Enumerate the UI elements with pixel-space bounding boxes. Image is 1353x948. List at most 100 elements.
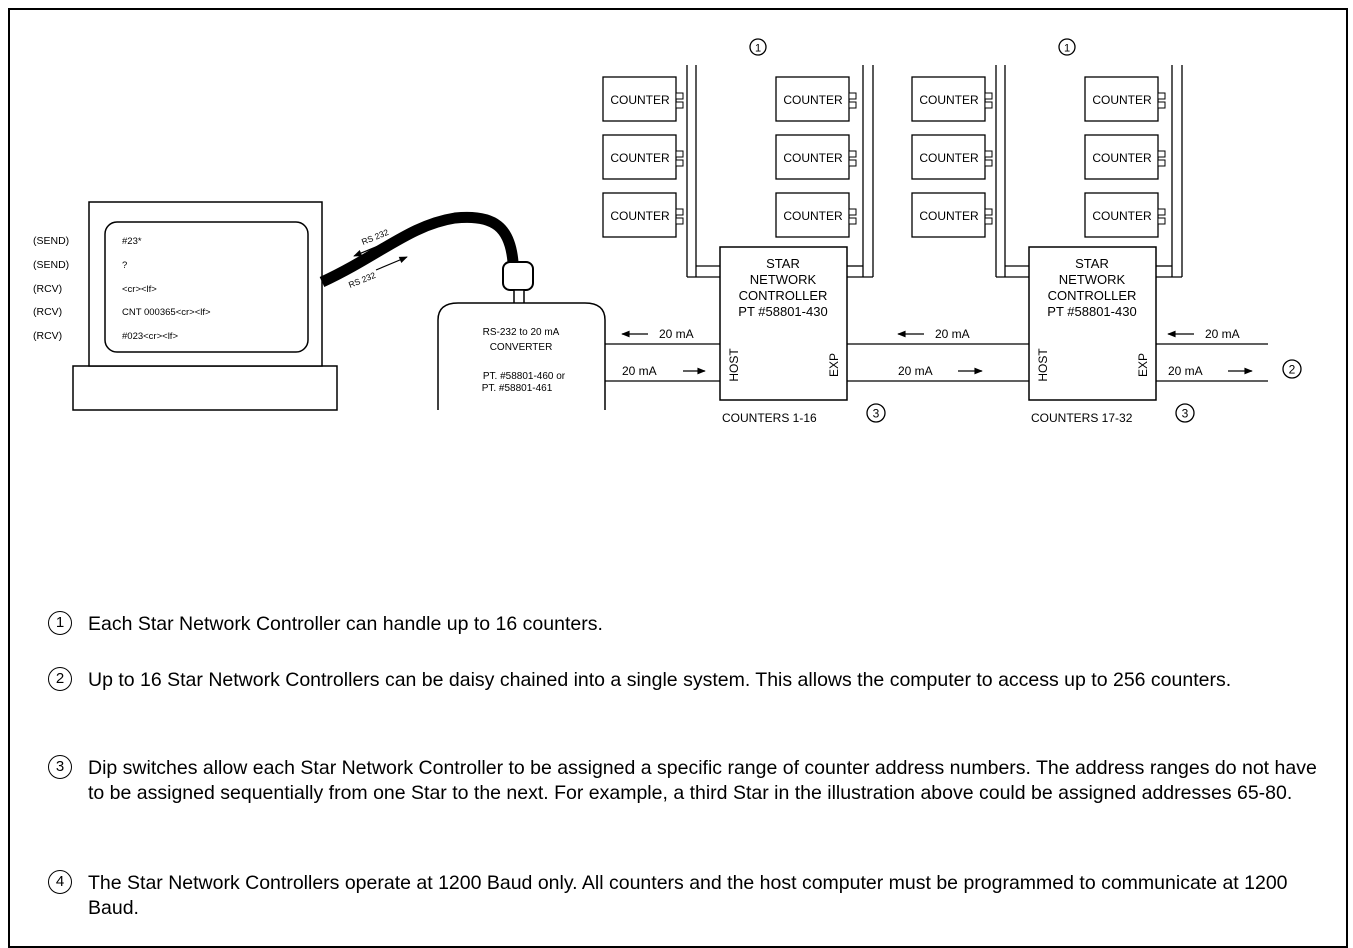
controller-group: COUNTER COUNTER COUNTER COUNTER COUNTER COUNT… (911, 38, 1195, 425)
callout-3 (866, 403, 886, 423)
counter-label: COUNTER (610, 93, 670, 107)
counter-label: COUNTER (1092, 209, 1152, 223)
counter-box (602, 134, 677, 180)
terminal-line: CNT 000365<cr><lf> (122, 307, 211, 318)
counter-box (1084, 192, 1159, 238)
counter-connector (984, 159, 993, 167)
counter-label: COUNTER (610, 209, 670, 223)
counter-label: COUNTER (610, 151, 670, 165)
note-text: Each Star Network Controller can handle … (88, 613, 603, 635)
counter-connector (1157, 150, 1166, 158)
counter-range-label: COUNTERS 1-16 (722, 411, 817, 425)
counter-box (1084, 76, 1159, 122)
link-label: 20 mA (622, 364, 657, 378)
cable-connector-pin (513, 289, 525, 305)
callout-2 (1282, 359, 1302, 379)
counter-connector (848, 217, 857, 225)
host-computer (72, 201, 338, 411)
link-label: 20 mA (935, 327, 970, 341)
controller-title: PT #58801-430 (1047, 304, 1136, 319)
receive-arrow (375, 256, 408, 271)
callout-3-number: 3 (873, 407, 880, 421)
exp-port-label: EXP (827, 353, 841, 377)
counter-connector (984, 208, 993, 216)
counter-label: COUNTER (783, 151, 843, 165)
controller-title: CONTROLLER (739, 288, 828, 303)
counter-box (602, 192, 677, 238)
controller-title: PT #58801-430 (738, 304, 827, 319)
controller-title: NETWORK (750, 272, 817, 287)
counter-connector (675, 101, 684, 109)
counter-range-label: COUNTERS 17-32 (1031, 411, 1133, 425)
computer-screen (104, 221, 309, 353)
counter-connector (675, 92, 684, 100)
counter-label: COUNTER (919, 151, 979, 165)
host-port-label: HOST (1036, 348, 1050, 382)
counter-connector (1157, 92, 1166, 100)
controller-title: STAR (766, 256, 800, 271)
send-arrow (353, 243, 384, 257)
counter-connector (675, 208, 684, 216)
link-label: 20 mA (1168, 364, 1203, 378)
link-label: 20 mA (1205, 327, 1240, 341)
counter-box (1084, 134, 1159, 180)
counter-label: COUNTER (919, 93, 979, 107)
cable-connector (502, 261, 534, 291)
terminal-line: <cr><lf> (122, 284, 157, 295)
converter-title: CONVERTER (490, 342, 553, 353)
counter-label: COUNTER (919, 209, 979, 223)
counter-connector (848, 101, 857, 109)
link-label: 20 mA (659, 327, 694, 341)
terminal-label: (RCV) (33, 283, 62, 295)
counter-connector (848, 150, 857, 158)
counter-connector (675, 217, 684, 225)
note-text: Up to 16 Star Network Controllers can be… (88, 669, 1232, 691)
counter-connector (984, 217, 993, 225)
counter-connector (675, 150, 684, 158)
counter-box (775, 192, 850, 238)
link-label: 20 mA (898, 364, 933, 378)
converter-title: RS-232 to 20 mA (483, 327, 560, 338)
note-number: 1 (48, 611, 72, 635)
callout-3 (1175, 403, 1195, 423)
terminal-line: #023<cr><lf> (122, 331, 178, 342)
counter-connector (675, 159, 684, 167)
callout-3-number: 3 (1182, 407, 1189, 421)
callout-1-number: 1 (1064, 43, 1070, 55)
host-port-label: HOST (727, 348, 741, 382)
counter-box (911, 192, 986, 238)
counter-connector (848, 208, 857, 216)
terminal-label: (RCV) (33, 306, 62, 318)
converter-part: PT. #58801-460 or (483, 371, 566, 382)
note-text: Dip switches allow each Star Network Con… (88, 757, 1317, 804)
counter-connector (1157, 159, 1166, 167)
terminal-line: ? (122, 260, 127, 271)
callout-1 (1058, 38, 1076, 56)
callout-1-number: 1 (755, 43, 761, 55)
counter-connector (848, 159, 857, 167)
controller-title: STAR (1075, 256, 1109, 271)
note-text: The Star Network Controllers operate at … (88, 872, 1288, 919)
counter-connector (984, 150, 993, 158)
terminal-line: #23* (122, 236, 142, 247)
converter-box (437, 302, 606, 410)
counter-label: COUNTER (1092, 151, 1152, 165)
counter-connector (1157, 101, 1166, 109)
counter-box (602, 76, 677, 122)
note-number: 3 (48, 755, 72, 779)
star-controller-box (719, 246, 848, 401)
converter-part: PT. #58801-461 (482, 383, 553, 394)
controller-group: COUNTER COUNTER COUNTER COUNTER COUNTER COUNT… (602, 38, 886, 425)
counter-connector (848, 92, 857, 100)
note-number: 4 (48, 870, 72, 894)
counter-label: COUNTER (783, 93, 843, 107)
terminal-label: (RCV) (33, 330, 62, 342)
star-controller-box (1028, 246, 1157, 401)
callout-2-number: 2 (1289, 363, 1296, 377)
counter-box (911, 76, 986, 122)
controller-title: CONTROLLER (1048, 288, 1137, 303)
computer-base (72, 365, 338, 411)
counter-label: COUNTER (783, 209, 843, 223)
counter-box (775, 134, 850, 180)
counter-connector (984, 101, 993, 109)
